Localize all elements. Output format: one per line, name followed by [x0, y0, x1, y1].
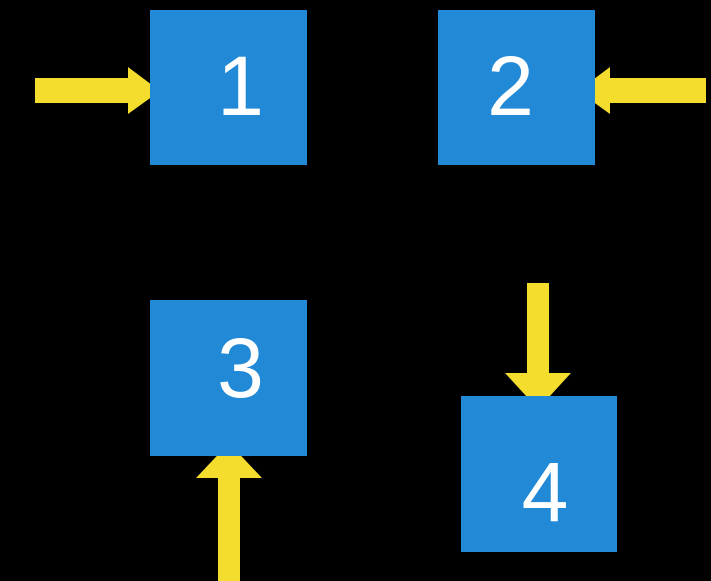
- arrow-into-3-icon: [196, 443, 262, 581]
- node-box-3[interactable]: 3: [150, 300, 307, 456]
- node-label-3: 3: [217, 321, 264, 415]
- node-box-1[interactable]: 1: [150, 10, 307, 165]
- node-label-2: 2: [487, 38, 534, 133]
- node-box-2[interactable]: 2: [438, 10, 595, 165]
- arrow-into-4-icon: [505, 283, 571, 409]
- node-label-1: 1: [217, 38, 264, 133]
- arrow-into-2-icon: [578, 67, 706, 114]
- arrow-into-1-icon: [35, 67, 160, 114]
- node-label-4: 4: [521, 445, 569, 539]
- node-box-4[interactable]: 4: [461, 396, 617, 552]
